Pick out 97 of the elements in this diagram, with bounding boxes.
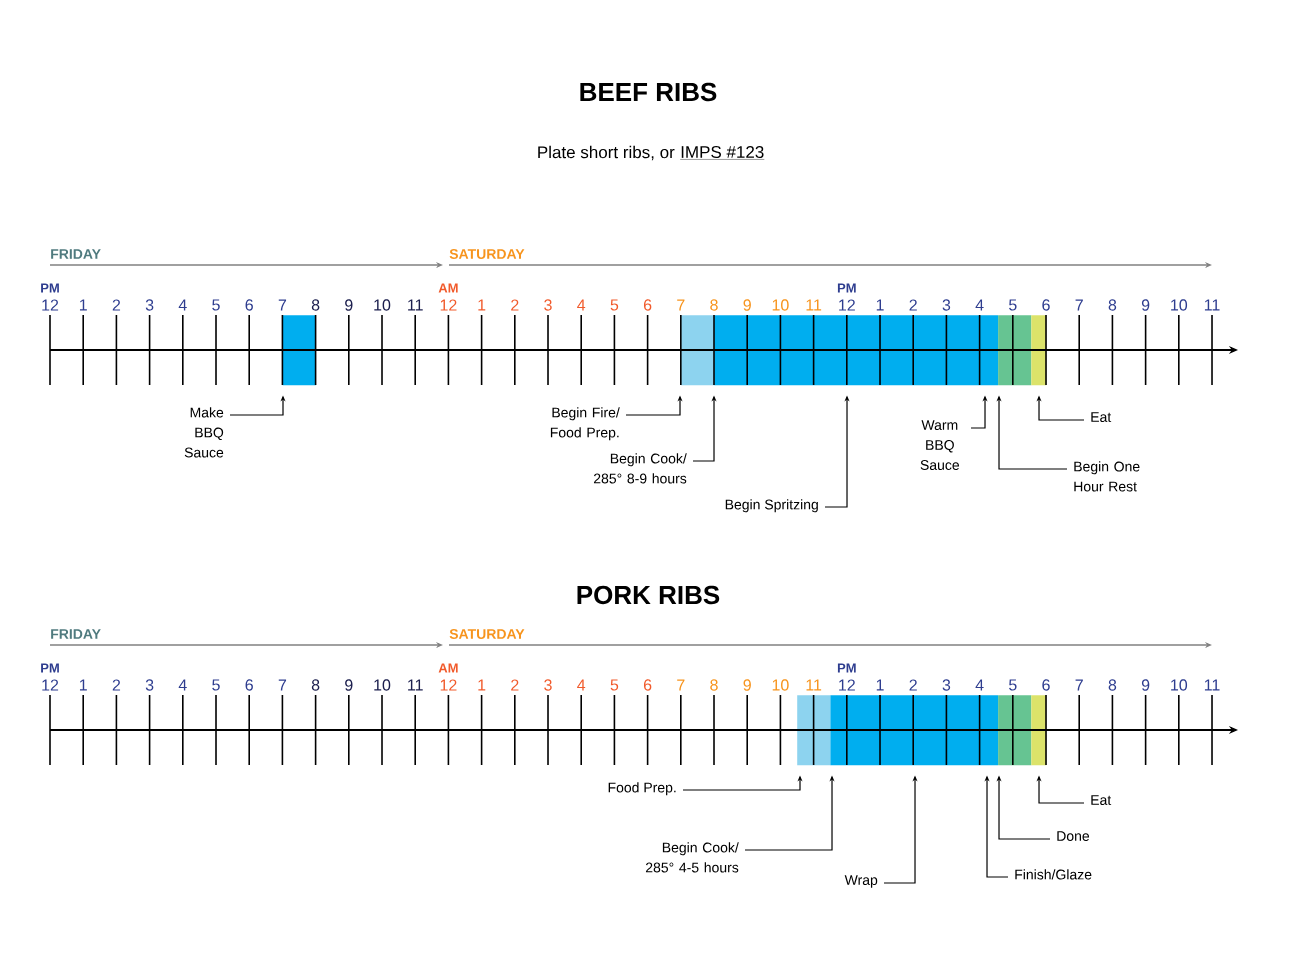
- hour-label: 11: [408, 679, 423, 691]
- hour-label: 4: [975, 679, 984, 691]
- meridiem-label: PM: [837, 283, 856, 293]
- time-block: [998, 315, 1032, 386]
- day-label: SATURDAY: [449, 629, 525, 639]
- meridiem-label: PM: [41, 283, 59, 293]
- hour-label: 2: [511, 679, 519, 691]
- hour-label: 5: [212, 679, 220, 691]
- hour-label: 10: [374, 299, 391, 311]
- time-block: [282, 315, 316, 386]
- meridiem-label: PM: [837, 663, 856, 673]
- hour-label: 10: [1171, 679, 1188, 691]
- time-block: [998, 695, 1032, 766]
- hour-label: 9: [1141, 299, 1150, 311]
- hour-label: 3: [145, 679, 154, 691]
- hour-label: 8: [1108, 299, 1117, 311]
- hour-label: 6: [1042, 679, 1050, 691]
- hour-label: 9: [743, 679, 751, 691]
- hour-label: 8: [710, 679, 718, 691]
- subtitle: Plate short ribs, or: [538, 145, 675, 161]
- annotation-text: Wrap: [844, 875, 878, 888]
- meridiem-label: AM: [438, 663, 458, 673]
- hour-label: 12: [839, 679, 855, 691]
- hour-label: 9: [743, 299, 751, 311]
- hour-label: 7: [677, 679, 685, 691]
- annotation-text: Warm BBQ Sauce: [920, 420, 960, 470]
- hour-label: 1: [876, 679, 884, 691]
- hour-label: 5: [1009, 299, 1017, 311]
- hour-label: 6: [1042, 299, 1050, 311]
- day-label: SATURDAY: [449, 249, 525, 259]
- annotation-text: Food Prep.: [608, 782, 676, 796]
- annotation-text: Make BBQ Sauce: [184, 407, 224, 458]
- hour-label: 12: [440, 679, 457, 691]
- annotation-text: Eat: [1091, 795, 1112, 805]
- hour-label: 1: [478, 299, 486, 311]
- hour-label: 3: [544, 299, 552, 311]
- hour-label: 12: [42, 679, 59, 691]
- hour-label: 7: [1075, 299, 1083, 311]
- annotation-text: Begin Spritzing: [725, 499, 818, 513]
- heading: PORK RIBS: [577, 585, 720, 605]
- annotation-text: Eat: [1091, 412, 1112, 422]
- hour-label: 1: [478, 679, 486, 691]
- hour-label: 11: [1204, 679, 1220, 691]
- hour-label: 8: [710, 299, 718, 311]
- hour-label: 6: [644, 299, 652, 311]
- hour-label: 11: [806, 679, 822, 691]
- hour-label: 5: [610, 679, 619, 691]
- day-label: FRIDAY: [51, 629, 101, 639]
- hour-label: 2: [112, 679, 121, 691]
- hour-label: 6: [644, 679, 652, 691]
- time-block: [797, 695, 831, 766]
- hour-label: 4: [975, 299, 984, 311]
- hour-label: 5: [1009, 679, 1017, 691]
- meridiem-label: PM: [41, 663, 59, 673]
- hour-label: 8: [311, 679, 320, 691]
- hour-label: 5: [212, 299, 220, 311]
- hour-label: 4: [178, 299, 187, 311]
- day-label: FRIDAY: [51, 249, 101, 259]
- hour-label: 10: [374, 679, 391, 691]
- hour-label: 10: [1171, 299, 1188, 311]
- hour-label: 4: [577, 679, 586, 691]
- hour-label: 2: [112, 299, 121, 311]
- hour-label: 5: [610, 299, 619, 311]
- time-block: [714, 315, 999, 386]
- annotation-text: Begin Fire/ Food Prep.: [550, 407, 620, 441]
- annotation-text: Begin Cook/ 285° 4-5 hours: [645, 842, 739, 873]
- hour-label: 9: [345, 679, 353, 691]
- time-block: [830, 695, 999, 766]
- hour-label: 11: [408, 299, 423, 311]
- link: IMPS #123: [680, 146, 765, 160]
- hour-label: 4: [577, 299, 586, 311]
- annotation-text: Begin Cook/ 285° 8-9 hours: [593, 453, 687, 484]
- hour-label: 6: [245, 299, 253, 311]
- hour-label: 7: [677, 299, 685, 311]
- hour-label: 1: [80, 299, 87, 311]
- hour-label: 8: [311, 299, 320, 311]
- hour-label: 12: [440, 299, 457, 311]
- hour-label: 7: [1075, 679, 1083, 691]
- hour-label: 7: [278, 679, 287, 691]
- hour-label: 3: [145, 299, 154, 311]
- hour-label: 3: [544, 679, 552, 691]
- hour-label: 1: [80, 679, 87, 691]
- hour-label: 9: [345, 299, 353, 311]
- annotation-text: Done: [1057, 831, 1090, 841]
- hour-label: 9: [1141, 679, 1150, 691]
- hour-label: 2: [511, 299, 519, 311]
- heading: BEEF RIBS: [580, 82, 717, 102]
- hour-label: 8: [1108, 679, 1117, 691]
- annotation-text: Finish/Glaze: [1015, 869, 1092, 880]
- hour-label: 11: [1204, 299, 1220, 311]
- hour-label: 4: [178, 679, 187, 691]
- hour-label: 6: [245, 679, 253, 691]
- meridiem-label: AM: [438, 283, 458, 293]
- hour-label: 12: [42, 299, 59, 311]
- hour-label: 7: [278, 299, 287, 311]
- hour-label: 10: [772, 679, 789, 691]
- annotation-text: Begin One Hour Rest: [1074, 461, 1140, 492]
